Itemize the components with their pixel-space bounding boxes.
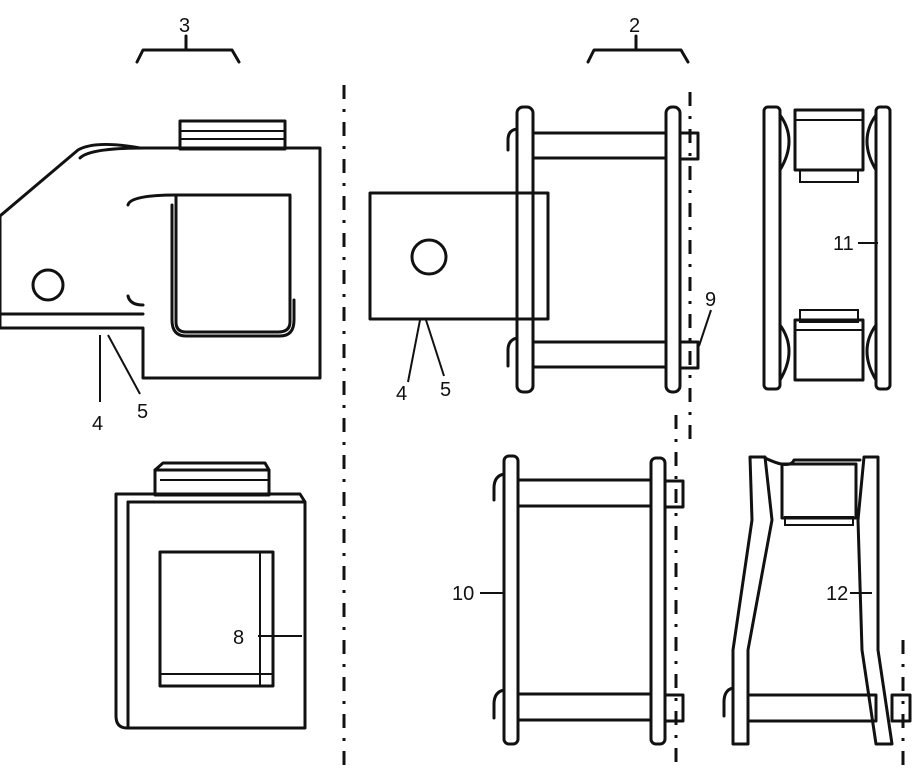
attachment-link-side-view bbox=[0, 119, 322, 402]
roller-link bbox=[762, 105, 892, 391]
label-5-left: 5 bbox=[137, 401, 148, 423]
bracket-group-2 bbox=[586, 34, 690, 64]
label-9: 9 bbox=[705, 289, 716, 311]
label-5-right: 5 bbox=[440, 379, 451, 401]
label-4-right: 4 bbox=[396, 383, 407, 405]
bracket-group-3 bbox=[135, 34, 241, 64]
attachment-link-front-view bbox=[114, 461, 307, 730]
offset-link bbox=[480, 415, 685, 770]
label-group-2: 2 bbox=[629, 15, 640, 37]
label-11: 11 bbox=[833, 233, 854, 255]
label-4-left: 4 bbox=[92, 413, 103, 435]
label-group-3: 3 bbox=[179, 15, 190, 37]
label-8: 8 bbox=[233, 627, 244, 649]
tapered-link bbox=[722, 455, 912, 770]
chain-link-with-attachment bbox=[368, 92, 712, 440]
label-10: 10 bbox=[452, 583, 474, 605]
label-12: 12 bbox=[826, 583, 848, 605]
